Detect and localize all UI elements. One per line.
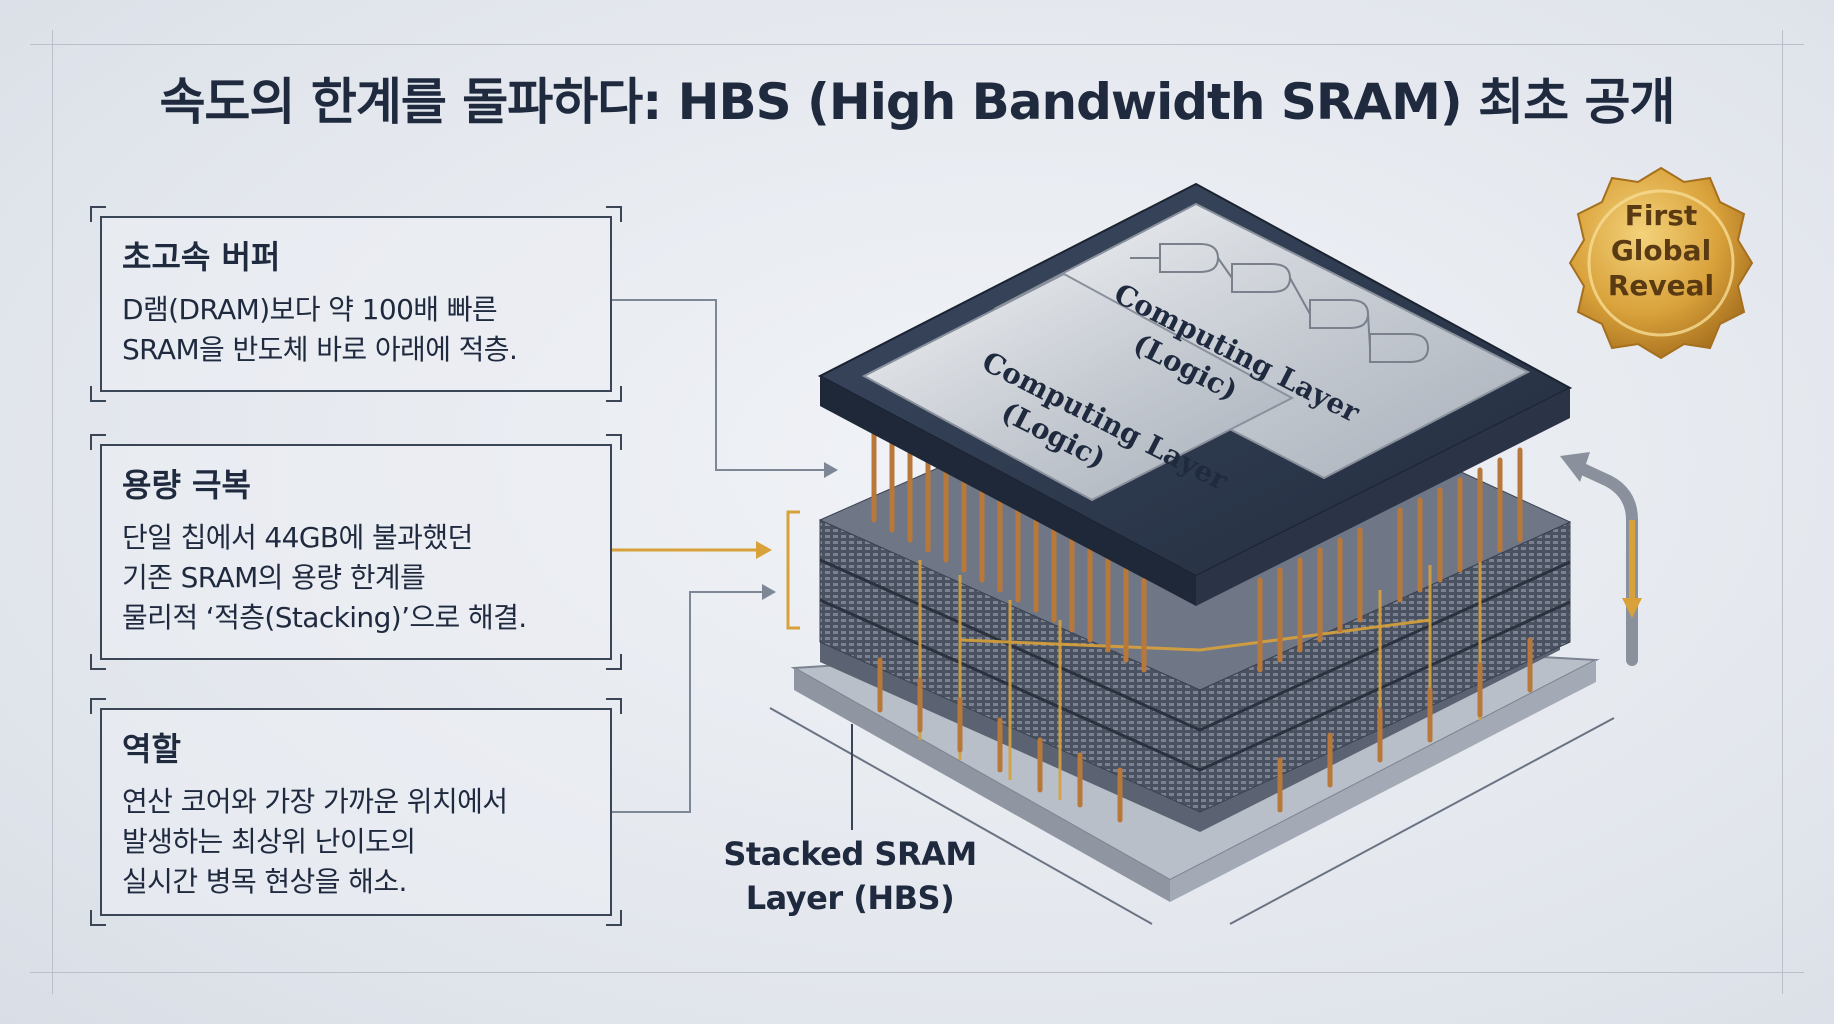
computing-frame-front: [820, 376, 1196, 606]
card-heading: 초고속 버퍼: [122, 238, 281, 276]
logic-circuit-marks: [1130, 243, 1430, 363]
tsv-traces: [918, 545, 1482, 800]
bracket-2: [786, 510, 800, 630]
connector-line-3: [612, 591, 768, 813]
arrowhead-2: [756, 541, 772, 559]
flow-arrow: [1570, 460, 1638, 666]
arrowhead-3: [762, 584, 776, 600]
card-body: 단일 칩에서 44GB에 불과했던 기존 SRAM의 용량 한계를 물리적 ‘적…: [122, 521, 527, 634]
card-body: D램(DRAM)보다 약 100배 빠른 SRAM을 반도체 바로 아래에 적층…: [122, 293, 518, 366]
logic-plate-front: [861, 272, 1295, 502]
first-global-reveal-seal: [1568, 166, 1754, 360]
dimension-line-left: [769, 707, 1153, 925]
frame-top-line: [30, 44, 1804, 45]
card-heading: 용량 극복: [122, 466, 251, 504]
stacked-sram-label: Stacked SRAM Layer (HBS): [723, 835, 977, 917]
base-plate-side: [1170, 660, 1596, 902]
card-heading: 역할: [122, 730, 181, 768]
frame-bottom-line: [30, 972, 1804, 973]
seal-text: First Global Reveal: [1607, 199, 1715, 302]
arrowhead-1: [824, 462, 838, 478]
computing-frame-side: [1196, 388, 1570, 606]
card-role: 역할 연산 코어와 가장 가까운 위치에서 발생하는 최상위 난이도의 실시간 …: [90, 698, 622, 926]
dimension-line-right: [1229, 717, 1615, 925]
card-body: 연산 코어와 가장 가까운 위치에서 발생하는 최상위 난이도의 실시간 병목 …: [122, 785, 508, 898]
flow-arrowhead-gold: [1622, 598, 1642, 618]
flow-arrowhead: [1560, 452, 1590, 482]
base-plate-front: [794, 668, 1170, 902]
copper-pillars: [871, 427, 1533, 823]
frame-right-line: [1782, 30, 1783, 994]
card-capacity: 용량 극복 단일 칩에서 44GB에 불과했던 기존 SRAM의 용량 한계를 …: [90, 434, 622, 670]
frame-left-line: [52, 30, 53, 994]
card-ultra-fast-buffer: 초고속 버퍼 D램(DRAM)보다 약 100배 빠른 SRAM을 반도체 바로…: [90, 206, 622, 402]
page-title: 속도의 한계를 돌파하다: HBS (High Bandwidth SRAM) …: [159, 73, 1675, 131]
connector-line-1: [612, 299, 832, 471]
